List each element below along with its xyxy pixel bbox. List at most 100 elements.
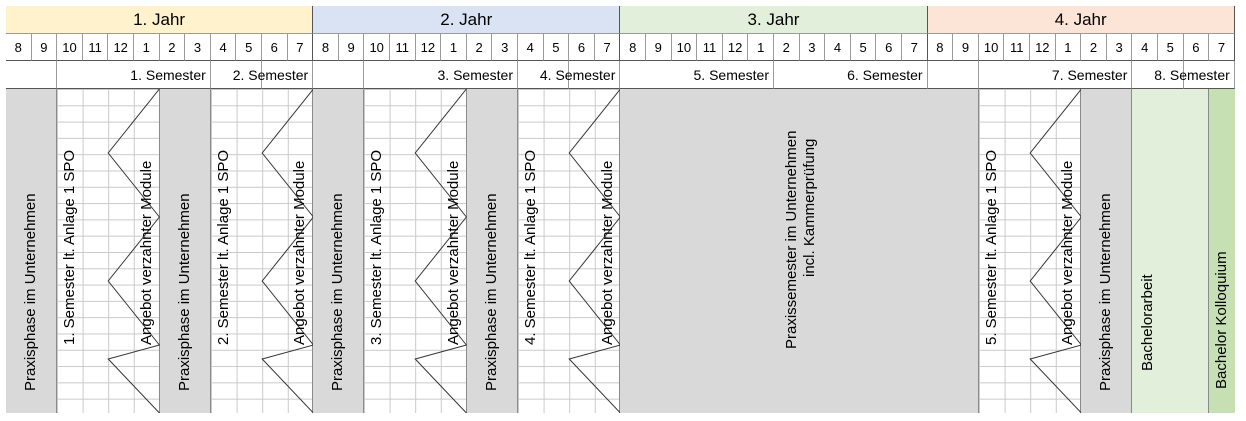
kolloquium-block: Bachelor Kolloquium (1209, 89, 1235, 413)
semester-label: 7. Semester (978, 61, 1133, 89)
month-cell: 1 (1055, 34, 1082, 61)
vertical-label: 2. Semester lt. Anlage 1 SPO (214, 149, 232, 345)
month-cell: 4 (210, 34, 237, 61)
vertical-label: Praxisphase im Unternehmen (1097, 193, 1115, 391)
month-cell: 8 (313, 34, 339, 61)
semester-label: 5. Semester (620, 61, 774, 89)
month-cell: 11 (390, 34, 416, 61)
praxis-phase-block: Praxisphase im Unternehmen (159, 89, 211, 413)
month-cell: 2 (159, 34, 186, 61)
month-cell: 7 (594, 34, 621, 61)
month-cell: 12 (108, 34, 134, 61)
angebot-block-label: Angebot verzahnter Module (441, 89, 467, 413)
month-cell: 8 (927, 34, 954, 61)
month-cell: 3 (799, 34, 826, 61)
vertical-label: Angebot verzahnter Module (137, 160, 155, 345)
month-cell: 9 (953, 34, 979, 61)
month-cell: 7 (902, 34, 928, 61)
month-cell: 3 (492, 34, 518, 61)
month-cell: 1 (748, 34, 774, 61)
month-cell: 9 (338, 34, 365, 61)
vertical-label: Angebot verzahnter Module (1059, 160, 1077, 345)
study-semester-block: 2. Semester lt. Anlage 1 SPO Angebot verz… (210, 89, 314, 413)
vertical-label: Angebot verzahnter Module (444, 160, 462, 345)
vertical-label: Praxisphase im Unternehmen (329, 193, 347, 391)
semester-cell (518, 61, 570, 89)
semester-label: 8. Semester (1154, 61, 1235, 89)
month-cell: 6 (876, 34, 902, 61)
bachelorarbeit-block: Bachelorarbeit (1132, 89, 1210, 413)
month-cell: 9 (31, 34, 58, 61)
interlock-zigzag (568, 89, 621, 413)
month-cell: 1 (134, 34, 160, 61)
semester-block-label: 1. Semester lt. Anlage 1 SPO (57, 89, 83, 413)
year-header: 3. Jahr (620, 6, 928, 34)
praxis-phase-block: Praxisphase im Unternehmen (6, 89, 58, 413)
month-cell: 10 (671, 34, 698, 61)
interlock-zigzag (1029, 89, 1082, 413)
angebot-block-label: Angebot verzahnter Module (134, 89, 160, 413)
month-cell: 11 (1004, 34, 1030, 61)
month-cell: 10 (978, 34, 1005, 61)
semester-label: 1. Semester (57, 61, 211, 89)
month-cell: 5 (543, 34, 570, 61)
month-cell: 10 (364, 34, 390, 61)
praxis-phase-block: Praxisphase im Unternehmen (466, 89, 518, 413)
month-cell: 4 (518, 34, 544, 61)
semester-cell (313, 61, 365, 89)
month-cell: 8 (6, 34, 32, 61)
angebot-block-label: Angebot verzahnter Module (288, 89, 314, 413)
month-cell: 9 (646, 34, 672, 61)
vertical-label: Praxisphase im Unternehmen (175, 193, 193, 391)
vertical-label: Angebot verzahnter Module (598, 160, 616, 345)
interlock-zigzag (261, 89, 314, 413)
semester-block-label: 3. Semester lt. Anlage 1 SPO (364, 89, 390, 413)
month-cell: 10 (57, 34, 83, 61)
month-cell: 12 (415, 34, 442, 61)
praxis-phase-block: Praxisphase im Unternehmen (313, 89, 365, 413)
month-cell: 11 (82, 34, 109, 61)
semester-cell (927, 61, 979, 89)
praxissemester-text-line1: Praxissemester im Unternehmen (782, 130, 800, 349)
semester-block-label: 5. Semester lt. Anlage 1 SPO (979, 89, 1005, 413)
semester-block-label: 2. Semester lt. Anlage 1 SPO (211, 89, 237, 413)
month-cell: 3 (185, 34, 211, 61)
month-cell: 2 (466, 34, 493, 61)
study-semester-block: 5. Semester lt. Anlage 1 SPO Angebot verz… (978, 89, 1082, 413)
month-cell: 4 (825, 34, 851, 61)
vertical-label: Bachelorarbeit (1138, 274, 1156, 371)
vertical-label: 4. Semester lt. Anlage 1 SPO (521, 149, 539, 345)
praxis-phase-block: Praxisphase im Unternehmen (1081, 89, 1133, 413)
year-header: 1. Jahr (6, 6, 314, 34)
month-cell: 2 (774, 34, 800, 61)
month-cell: 2 (1081, 34, 1107, 61)
interlock-zigzag (107, 89, 160, 413)
month-cell: 4 (1132, 34, 1158, 61)
month-cell: 11 (697, 34, 723, 61)
semester-cell (1132, 61, 1184, 89)
year-header: 2. Jahr (313, 6, 621, 34)
semester-cell (210, 61, 262, 89)
vertical-label: 1. Semester lt. Anlage 1 SPO (60, 149, 78, 345)
semester-label: 2. Semester (233, 61, 314, 89)
angebot-block-label: Angebot verzahnter Module (595, 89, 621, 413)
month-cell: 7 (1209, 34, 1235, 61)
vertical-label: Angebot verzahnter Module (291, 160, 309, 345)
month-cell: 6 (569, 34, 595, 61)
vertical-label: Praxisphase im Unternehmen (482, 193, 500, 391)
praxissemester-text-line2: incl. Kammerprüfung (800, 138, 818, 277)
semester-label: 6. Semester (774, 61, 928, 89)
month-cell: 1 (441, 34, 467, 61)
semester-block-label: 4. Semester lt. Anlage 1 SPO (518, 89, 544, 413)
angebot-block-label: Angebot verzahnter Module (1056, 89, 1082, 413)
bachelorarbeit-label: Bachelorarbeit (1132, 89, 1163, 413)
month-cell: 12 (722, 34, 749, 61)
study-semester-block: 3. Semester lt. Anlage 1 SPO Angebot verz… (364, 89, 467, 413)
vertical-label: Bachelor Kolloquium (1212, 251, 1230, 389)
